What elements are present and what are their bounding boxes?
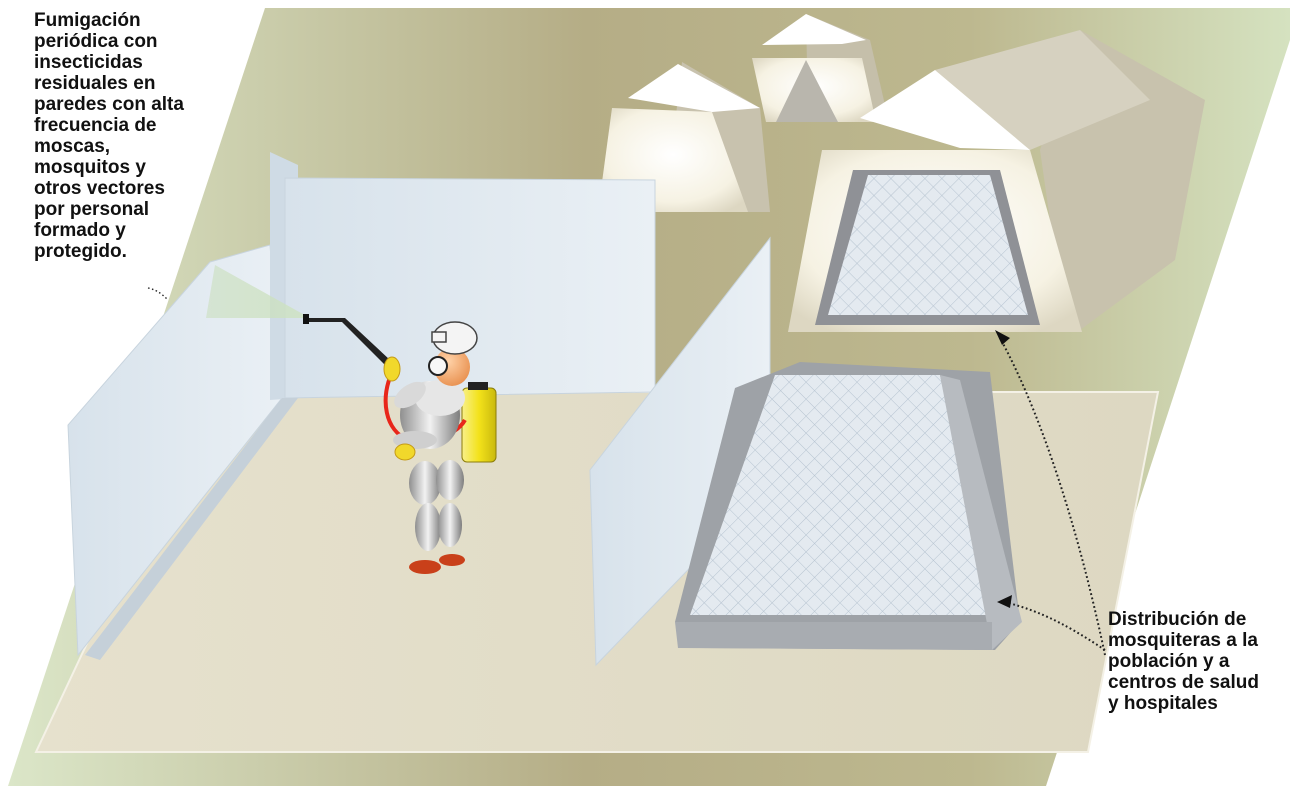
callout-line: periódica con [34, 31, 194, 52]
callout-line: centros de salud [1108, 672, 1288, 693]
callout-line: mosquitos y [34, 157, 194, 178]
spray-nozzle [303, 314, 309, 324]
callout-line: residuales en [34, 73, 194, 94]
leader-line-fumigation [148, 288, 168, 300]
callout-line: Fumigación [34, 10, 194, 31]
callout-line: Distribución de [1108, 609, 1288, 630]
callout-line: mosquiteras a la [1108, 630, 1288, 651]
callout-line: por personal [34, 199, 194, 220]
callout-line: otros vectores [34, 178, 194, 199]
callout-line: paredes con alta [34, 94, 194, 115]
callout-fumigation: Fumigación periódica con insecticidas re… [34, 10, 194, 262]
tank [462, 388, 496, 462]
callout-line: y hospitales [1108, 693, 1288, 714]
callout-line: frecuencia de [34, 115, 194, 136]
callout-line: insecticidas [34, 52, 194, 73]
callout-line: formado y [34, 220, 194, 241]
callout-line: protegido. [34, 241, 194, 262]
callout-line: moscas, [34, 136, 194, 157]
callout-nets: Distribución de mosquiteras a la poblaci… [1108, 609, 1288, 714]
shoe [409, 560, 441, 574]
callout-line: población y a [1108, 651, 1288, 672]
